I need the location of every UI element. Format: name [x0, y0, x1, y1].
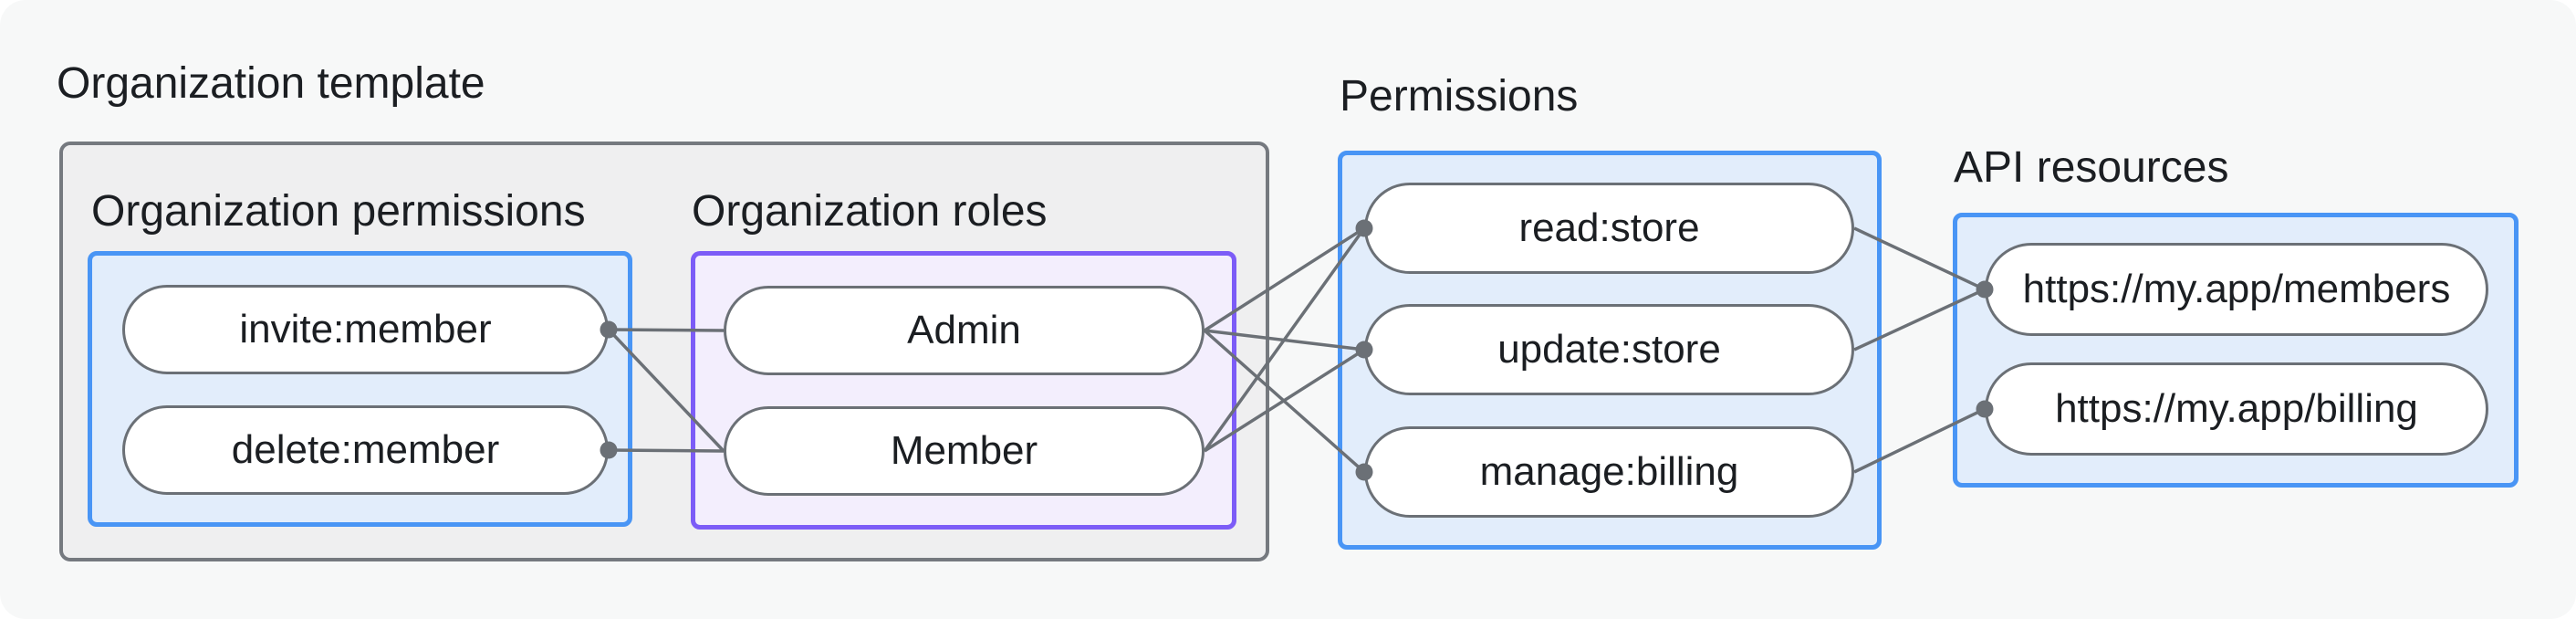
organization-template-label: Organization template — [57, 59, 485, 108]
node-update-store: update:store — [1364, 304, 1854, 395]
node-member-role: Member — [724, 406, 1205, 496]
node-members-api-resource: https://my.app/members — [1985, 243, 2488, 336]
permissions-label: Permissions — [1340, 72, 1579, 121]
node-manage-billing: manage:billing — [1364, 426, 1854, 518]
node-billing-api-resource: https://my.app/billing — [1985, 362, 2488, 456]
node-delete-member: delete:member — [122, 405, 609, 495]
api-resources-label: API resources — [1954, 143, 2229, 192]
organization-roles-label: Organization roles — [692, 187, 1048, 236]
node-admin-role: Admin — [724, 286, 1205, 375]
organization-permissions-label: Organization permissions — [91, 187, 586, 236]
node-read-store: read:store — [1364, 183, 1854, 274]
node-invite-member: invite:member — [122, 285, 609, 374]
